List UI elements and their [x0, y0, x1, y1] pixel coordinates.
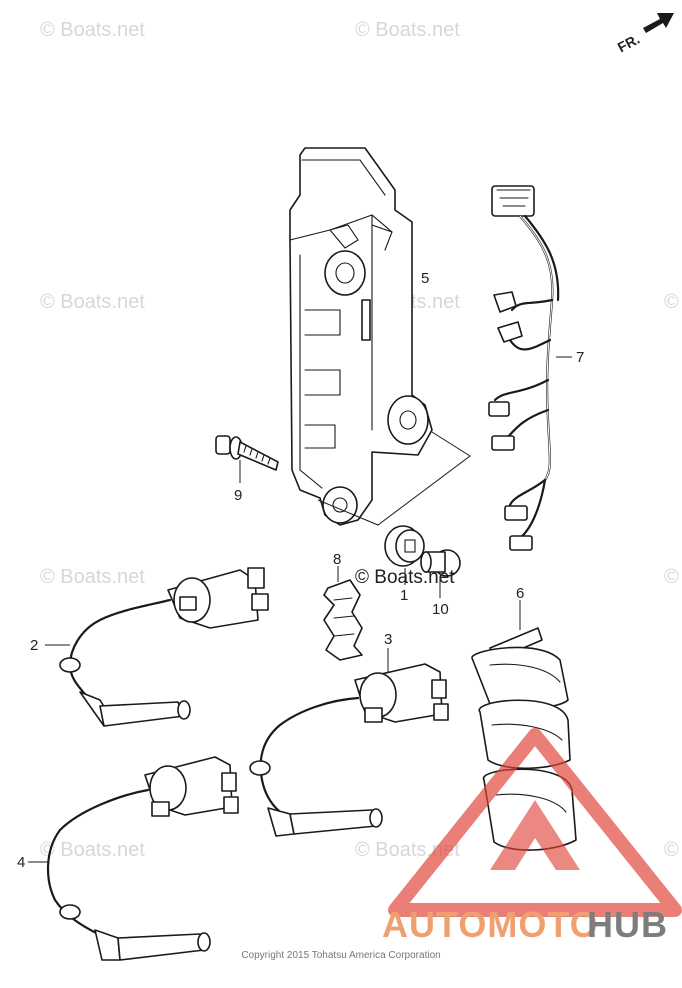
callouts: 1 2 3 4 5 6 7 8 9 10 [17, 270, 584, 871]
watermark-lower-left: © Boats.net [40, 566, 145, 588]
watermark-bottom-left: © Boats.net [40, 839, 145, 861]
watermark-center-dark: © Boats.net [355, 567, 455, 588]
watermark-lower-right: © Boats.net [664, 566, 682, 588]
part-4-ignition-coil [28, 756, 239, 961]
watermark-mid-left: © Boats.net [40, 291, 145, 313]
callout-1: 1 [400, 587, 408, 604]
callout-10: 10 [432, 601, 449, 618]
part-8-clip [323, 566, 363, 661]
callout-3: 3 [384, 631, 392, 648]
watermark-mid-right: © Boats.net [664, 291, 682, 313]
callout-6: 6 [516, 585, 524, 602]
part-9-bolt [215, 435, 279, 483]
callout-9: 9 [234, 487, 242, 504]
warning-triangle-icon [388, 728, 682, 917]
arrow-icon [643, 13, 674, 33]
part-6-coil-boot [471, 600, 577, 851]
callout-2: 2 [30, 637, 38, 654]
copyright-notice: Copyright 2015 Tohatsu America Corporati… [241, 950, 440, 961]
part-3-ignition-coil [249, 648, 449, 837]
callout-7: 7 [576, 349, 584, 366]
part-10-collar [420, 549, 461, 598]
brand-name-part2: HUB [587, 904, 668, 945]
part-5-coil-bracket [289, 147, 471, 526]
part-7-wiring-harness [488, 185, 572, 551]
watermark-bottom-right: © Boats.net [664, 839, 682, 861]
watermark-top-left: © Boats.net [40, 19, 145, 41]
logo-inner-mark-icon [490, 800, 580, 870]
part-2-ignition-coil [45, 567, 269, 727]
watermark-top-center: © Boats.net [355, 19, 460, 41]
brand-name-part1: AUTOMOTO [382, 904, 599, 945]
callout-5: 5 [421, 270, 429, 287]
automotohub-logo [388, 728, 682, 917]
callout-4: 4 [17, 854, 25, 871]
part-1-grommet [384, 525, 425, 585]
front-direction-indicator: FR. [615, 13, 674, 55]
front-label: FR. [615, 31, 642, 56]
callout-8: 8 [333, 551, 341, 568]
